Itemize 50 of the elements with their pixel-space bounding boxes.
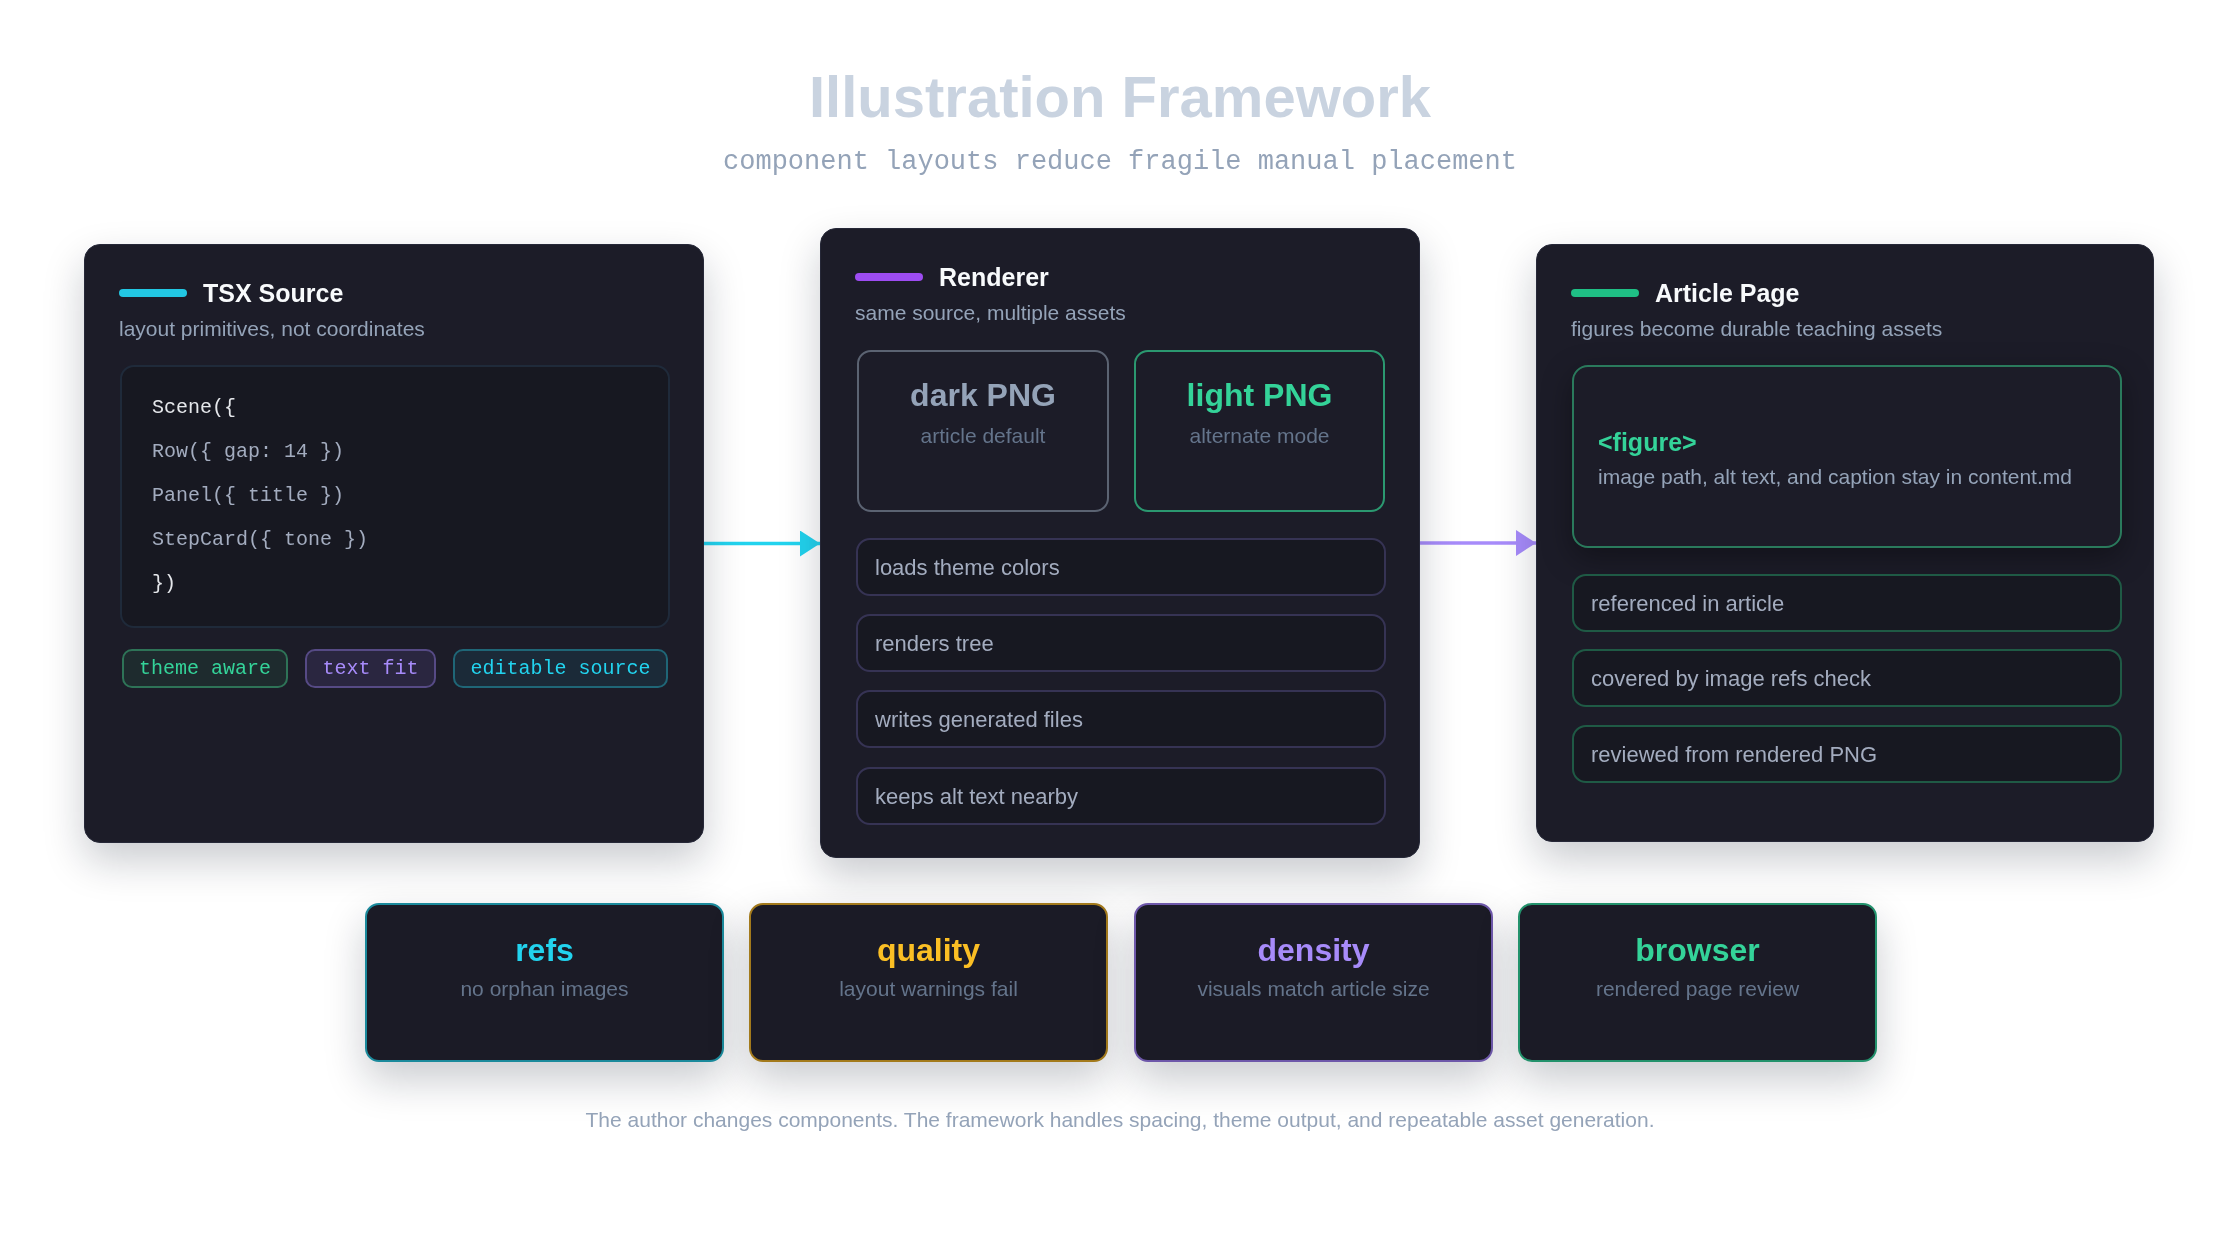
panel: [1536, 244, 2154, 842]
caption: The author changes components. The framework handles spacing, theme output, and repeatable asset generation.: [585, 1107, 1655, 1133]
panel-title: Renderer: [939, 262, 1049, 293]
check-description: visuals match article size: [1197, 976, 1430, 1002]
check-title: density: [1257, 931, 1370, 969]
check-title: quality: [876, 931, 981, 969]
code-line: Panel({ title }): [152, 484, 345, 508]
panel: [820, 228, 1420, 858]
tag: editable source: [453, 649, 668, 688]
step-item: reviewed from rendered PNG: [1572, 725, 2122, 783]
figure-title: <figure>: [1598, 427, 1697, 457]
check-title: browser: [1635, 931, 1760, 969]
check-description: layout warnings fail: [839, 976, 1018, 1002]
figure-description: image path, alt text, and caption stay in content.md: [1598, 464, 2072, 490]
panel-subtitle: figures become durable teaching assets: [1571, 316, 1943, 342]
panel-subtitle: same source, multiple assets: [855, 300, 1126, 326]
code-line: StepCard({ tone }): [152, 528, 369, 552]
panel-title: TSX Source: [203, 278, 344, 309]
step-item: loads theme colors: [856, 538, 1386, 596]
output-card: [857, 350, 1109, 512]
code-line: Scene({: [152, 396, 236, 420]
output-title: light PNG: [1186, 376, 1333, 414]
step-item: covered by image refs check: [1572, 649, 2122, 707]
panel-title: Article Page: [1655, 278, 1800, 309]
check-card: [365, 903, 724, 1062]
output-description: alternate mode: [1189, 423, 1330, 449]
step-item: writes generated files: [856, 690, 1386, 748]
check-card: [1134, 903, 1493, 1062]
code-line: Row({ gap: 14 }): [152, 440, 345, 464]
output-description: article default: [920, 423, 1046, 449]
code-block: [120, 365, 670, 628]
check-description: rendered page review: [1595, 976, 1800, 1002]
check-description: no orphan images: [460, 976, 629, 1002]
output-title: dark PNG: [910, 376, 1056, 414]
tag: text fit: [305, 649, 436, 688]
check-card: [1518, 903, 1877, 1062]
step-item: renders tree: [856, 614, 1386, 672]
code-line: }): [152, 572, 176, 596]
subtitle: component layouts reduce fragile manual placement: [723, 146, 1517, 179]
output-card: [1134, 350, 1385, 512]
arrow: [1420, 530, 1536, 556]
step-item: keeps alt text nearby: [856, 767, 1386, 825]
step-item: referenced in article: [1572, 574, 2122, 632]
check-card: [749, 903, 1108, 1062]
arrow: [704, 530, 820, 557]
check-title: refs: [515, 931, 574, 969]
panel-subtitle: layout primitives, not coordinates: [119, 316, 425, 342]
panel: [84, 244, 704, 843]
tag: theme aware: [122, 649, 288, 688]
figure-card: [1572, 365, 2122, 548]
